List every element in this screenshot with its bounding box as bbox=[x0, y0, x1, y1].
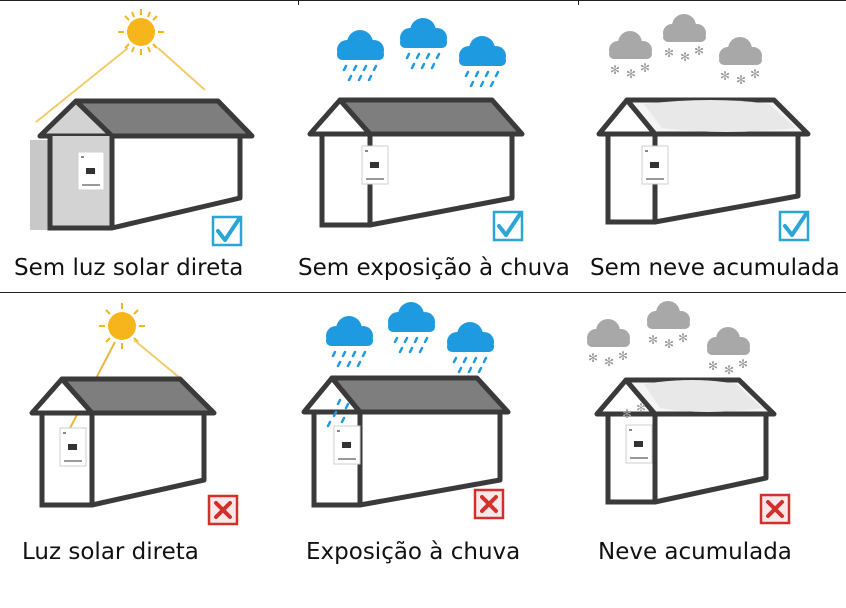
cross-icon bbox=[759, 493, 791, 525]
rain-drops-inside bbox=[326, 398, 350, 428]
scenario-accumulated-snow: ✻✻ Neve acumulada bbox=[564, 300, 846, 592]
sun-icon bbox=[99, 303, 145, 349]
scenario-illustration: ✻✻✻ bbox=[596, 14, 811, 242]
inverter-icon bbox=[625, 424, 653, 464]
house-icon bbox=[37, 98, 255, 231]
rain-cloud-icon bbox=[386, 300, 437, 354]
rain-cloud-icon bbox=[398, 16, 449, 70]
snow-layer bbox=[644, 380, 762, 412]
inverter-icon bbox=[59, 427, 87, 467]
rain-cloud-icon bbox=[445, 320, 496, 374]
checkmark-icon bbox=[211, 215, 243, 247]
caption-rain-exposure: Exposição à chuva bbox=[306, 539, 521, 565]
house-icon bbox=[307, 97, 525, 228]
inverter-icon bbox=[641, 145, 669, 185]
sun-ray bbox=[157, 47, 206, 91]
caption-no-rain-exposure: Sem exposição à chuva bbox=[298, 255, 570, 281]
scenario-illustration bbox=[301, 300, 511, 520]
snow-layer bbox=[644, 100, 796, 132]
snow-cloud-icon bbox=[647, 301, 690, 351]
rain-cloud-icon bbox=[324, 314, 375, 368]
inverter-icon bbox=[333, 425, 361, 465]
snow-cloud-icon bbox=[609, 31, 652, 81]
svg-text:✻: ✻ bbox=[636, 401, 646, 415]
cross-icon bbox=[207, 494, 239, 526]
house-icon bbox=[594, 377, 777, 505]
sun-ray bbox=[35, 47, 129, 123]
snowflakes-inside: ✻✻ bbox=[622, 401, 646, 421]
scenario-no-rain-exposure: Sem exposição à chuva bbox=[282, 0, 570, 292]
scenario-direct-sunlight: Luz solar direta bbox=[0, 300, 282, 592]
scenario-rain-exposure: Exposição à chuva bbox=[282, 300, 564, 592]
scenario-illustration bbox=[29, 303, 239, 526]
cross-icon bbox=[473, 488, 505, 520]
rain-cloud-icon bbox=[457, 34, 508, 88]
inverter-icon bbox=[77, 151, 105, 191]
caption-accumulated-snow: Neve acumulada bbox=[598, 539, 792, 565]
sun-ray bbox=[133, 339, 181, 379]
column-divider-tick bbox=[578, 0, 579, 5]
snow-cloud-icon bbox=[707, 327, 750, 377]
checkmark-icon bbox=[778, 210, 810, 242]
scenario-illustration bbox=[307, 16, 525, 242]
snow-cloud-icon bbox=[719, 37, 762, 87]
sun-icon bbox=[118, 9, 164, 55]
row-separator bbox=[0, 292, 846, 293]
top-border bbox=[0, 0, 846, 1]
scenario-illustration bbox=[30, 9, 255, 247]
caption-no-accumulated-snow: Sem neve acumulada bbox=[590, 255, 840, 281]
house-icon bbox=[596, 97, 811, 225]
column-divider-tick bbox=[298, 0, 299, 5]
caption-direct-sunlight: Luz solar direta bbox=[22, 539, 199, 565]
inverter-icon bbox=[361, 145, 389, 185]
scenario-no-direct-sunlight: Sem luz solar direta bbox=[0, 0, 282, 292]
checkmark-icon bbox=[492, 210, 524, 242]
house-icon bbox=[29, 376, 217, 508]
snow-cloud-icon bbox=[663, 14, 706, 64]
scenario-illustration: ✻✻ bbox=[587, 301, 791, 525]
snow-cloud-icon bbox=[587, 319, 630, 369]
scenario-no-accumulated-snow: ✻✻✻ Sem neve acumulada bbox=[564, 0, 846, 292]
svg-text:✻: ✻ bbox=[622, 407, 632, 421]
rain-cloud-icon bbox=[335, 28, 386, 82]
caption-no-direct-sunlight: Sem luz solar direta bbox=[14, 255, 244, 281]
